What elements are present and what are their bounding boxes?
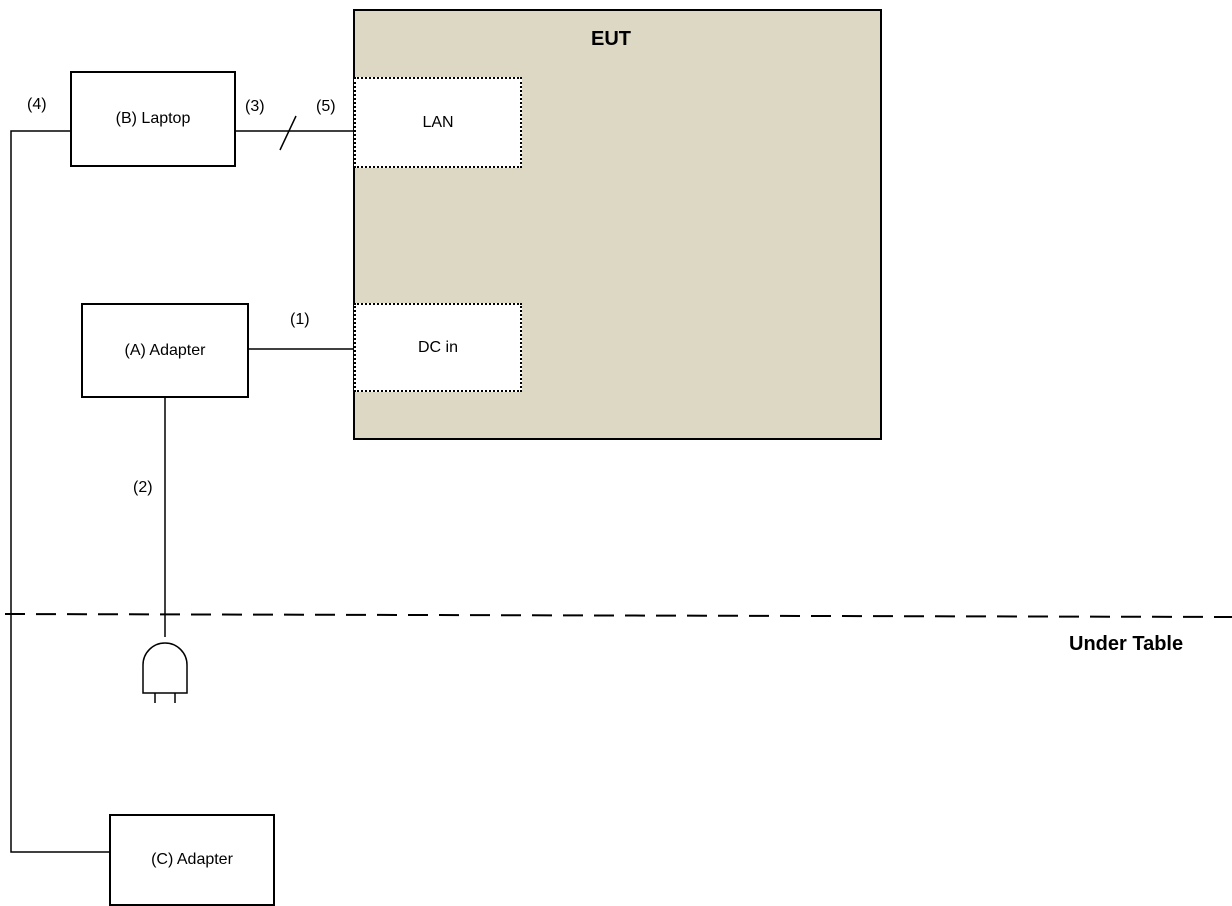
- power-plug-icon: [142, 642, 188, 703]
- cable-label-3: (3): [245, 98, 265, 115]
- cable-label-2: (2): [133, 479, 153, 496]
- under-table-label: Under Table: [1069, 633, 1184, 655]
- cable-label-1: (1): [290, 311, 310, 328]
- adapter-a-box: (A) Adapter: [81, 303, 249, 398]
- laptop-box: (B) Laptop: [70, 71, 236, 167]
- cable-slash-marker: [279, 115, 297, 151]
- cable-4-line: [10, 130, 109, 853]
- cable-label-4: (4): [27, 96, 47, 113]
- eut-title: EUT: [591, 28, 631, 50]
- dc-in-port: DC in: [354, 303, 522, 392]
- lan-port: LAN: [354, 77, 522, 168]
- cable-label-5: (5): [316, 98, 336, 115]
- table-boundary-dashed-line: [4, 613, 1232, 618]
- adapter-c-box: (C) Adapter: [109, 814, 275, 906]
